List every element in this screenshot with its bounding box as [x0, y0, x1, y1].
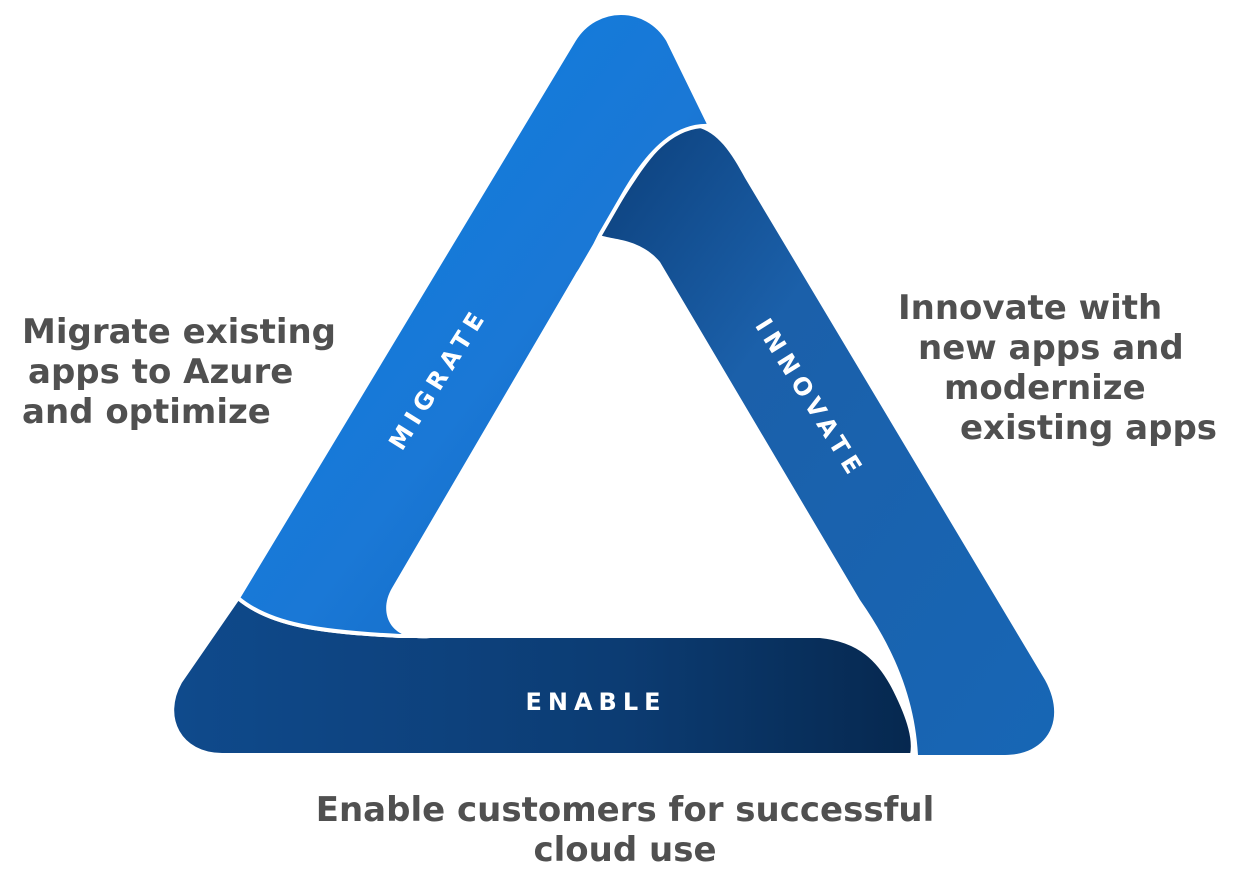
innovate-band	[600, 126, 1055, 755]
migrate-description: Migrate existing apps to Azure and optim…	[22, 312, 336, 432]
enable-description-line: cloud use	[533, 830, 717, 870]
enable-description-line: Enable customers for successful	[315, 790, 935, 830]
innovate-description-line: Innovate with	[898, 288, 1163, 328]
enable-band-label: ENABLE	[525, 688, 666, 716]
enable-description: Enable customers for successful cloud us…	[225, 790, 1025, 870]
innovate-description-line: modernize	[944, 368, 1146, 408]
innovate-description: Innovate with new apps and modernize exi…	[898, 288, 1217, 448]
innovate-description-line: new apps and	[918, 328, 1184, 368]
migrate-description-line: and optimize	[22, 392, 271, 432]
innovate-description-line: existing apps	[960, 408, 1218, 448]
migrate-description-line: Migrate existing	[22, 312, 337, 352]
triangle-graphic: MIGRATE INNOVATE ENABLE	[170, 11, 1055, 757]
migrate-description-line: apps to Azure	[28, 352, 294, 392]
inner-triangle	[386, 254, 841, 638]
